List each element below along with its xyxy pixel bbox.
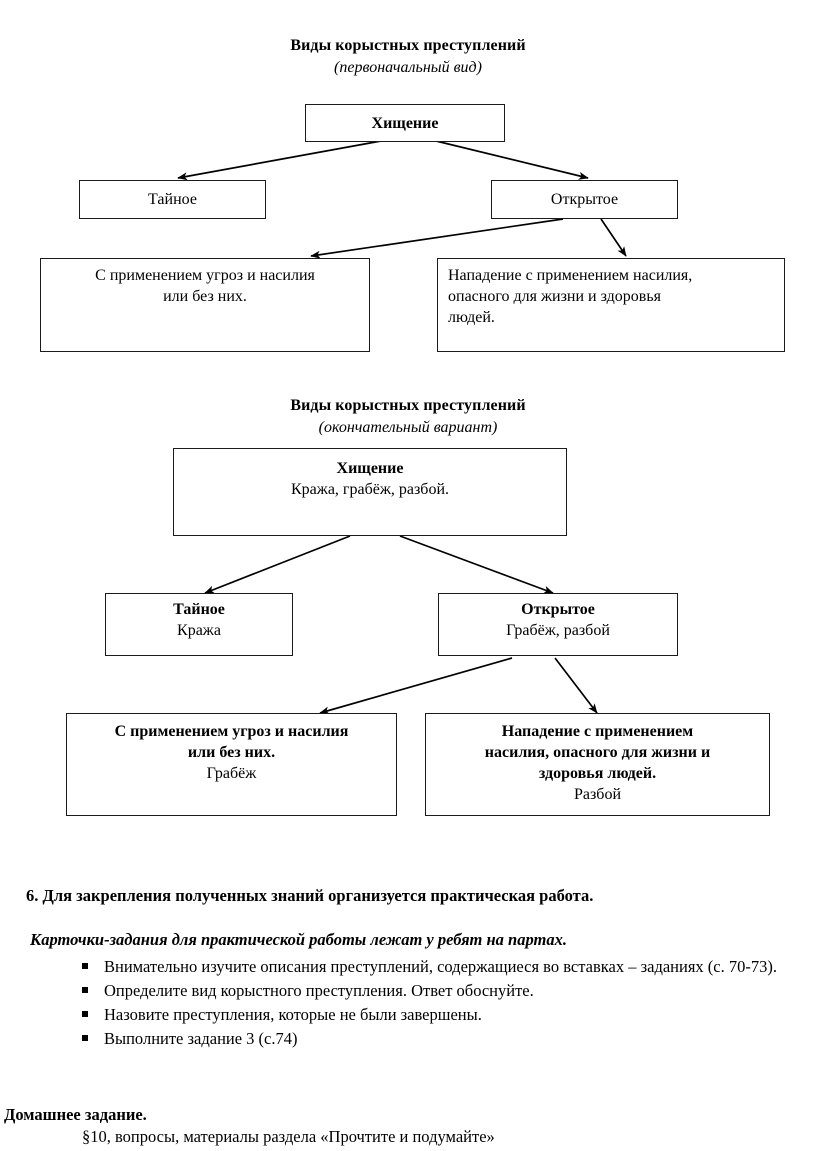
node-attack-line1: Нападение с применением насилия, — [448, 267, 693, 284]
list-item: Назовите преступления, которые не были з… — [78, 1003, 778, 1026]
list-item-text: Выполните задание 3 (с.74) — [104, 1029, 298, 1048]
node-theft-root: Хищение — [305, 104, 505, 142]
node2-secret-detail: Кража — [177, 622, 221, 639]
node2-open: Открытое Грабёж, разбой — [438, 593, 678, 656]
node-attack-line3: людей. — [448, 309, 495, 326]
node2-theft-root-title: Хищение — [336, 460, 404, 477]
square-bullet-icon — [82, 963, 88, 969]
node-open: Открытое — [491, 180, 678, 219]
node2-attack-detail: Разбой — [573, 786, 622, 803]
list-item-text: Внимательно изучите описания преступлени… — [104, 957, 777, 976]
node-theft-root-label: Хищение — [371, 114, 439, 132]
node-open-label: Открытое — [550, 191, 619, 208]
node2-threat-detail: Грабёж — [206, 765, 257, 782]
node2-attack-dangerous: Нападение с применением насилия, опасног… — [425, 713, 770, 816]
practice-heading: 6. Для закрепления полученных знаний орг… — [26, 886, 594, 905]
node2-threat-line2: или без них. — [187, 744, 276, 761]
node2-theft-root: Хищение Кража, грабёж, разбой. — [173, 448, 567, 536]
diagram1-title: Виды корыстных преступлений — [290, 37, 526, 54]
node-threat-line2: или без них. — [163, 288, 247, 305]
list-item: Внимательно изучите описания преступлени… — [78, 955, 778, 978]
node-threat-or-violence: С применением угроз и насилия или без ни… — [40, 258, 370, 352]
node-threat-line1: С применением угроз и насилия — [95, 267, 315, 284]
node2-theft-root-detail: Кража, грабёж, разбой. — [290, 481, 449, 498]
node-attack-line2: опасного для жизни и здоровья — [448, 288, 661, 305]
diagram2-subtitle: (окончательный вариант) — [318, 419, 498, 436]
square-bullet-icon — [82, 987, 88, 993]
square-bullet-icon — [82, 1011, 88, 1017]
homework-body: §10, вопросы, материалы раздела «Прочтит… — [82, 1127, 495, 1146]
diagram2-title: Виды корыстных преступлений — [290, 397, 526, 414]
node2-attack-line3: здоровья людей. — [538, 765, 657, 782]
list-item: Выполните задание 3 (с.74) — [78, 1027, 778, 1050]
list-item-text: Определите вид корыстного преступления. … — [104, 981, 534, 1000]
list-item-text: Назовите преступления, которые не были з… — [104, 1005, 482, 1024]
list-item: Определите вид корыстного преступления. … — [78, 979, 778, 1002]
node2-threat-line1: С применением угроз и насилия — [114, 723, 349, 740]
node2-secret: Тайное Кража — [105, 593, 293, 656]
node2-attack-line2: насилия, опасного для жизни и — [484, 744, 711, 761]
node-secret-label: Тайное — [148, 191, 197, 208]
node2-open-title: Открытое — [521, 601, 595, 618]
node-attack-dangerous: Нападение с применением насилия, опасног… — [437, 258, 785, 352]
practice-subheading: Карточки-задания для практической работы… — [30, 930, 567, 949]
square-bullet-icon — [82, 1035, 88, 1041]
practice-task-list: Внимательно изучите описания преступлени… — [78, 955, 778, 1051]
node2-attack-line1: Нападение с применением — [501, 723, 694, 740]
homework-title: Домашнее задание. — [4, 1105, 147, 1124]
diagram-initial-view: Виды корыстных преступлений (первоначаль… — [0, 0, 816, 370]
node2-open-detail: Грабёж, разбой — [506, 622, 610, 639]
node2-threat-or-violence: С применением угроз и насилия или без ни… — [66, 713, 397, 816]
diagram1-subtitle: (первоначальный вид) — [334, 59, 482, 76]
node2-secret-title: Тайное — [173, 601, 225, 618]
diagram-final-variant: Виды корыстных преступлений (окончательн… — [0, 388, 816, 848]
node-secret: Тайное — [79, 180, 266, 219]
